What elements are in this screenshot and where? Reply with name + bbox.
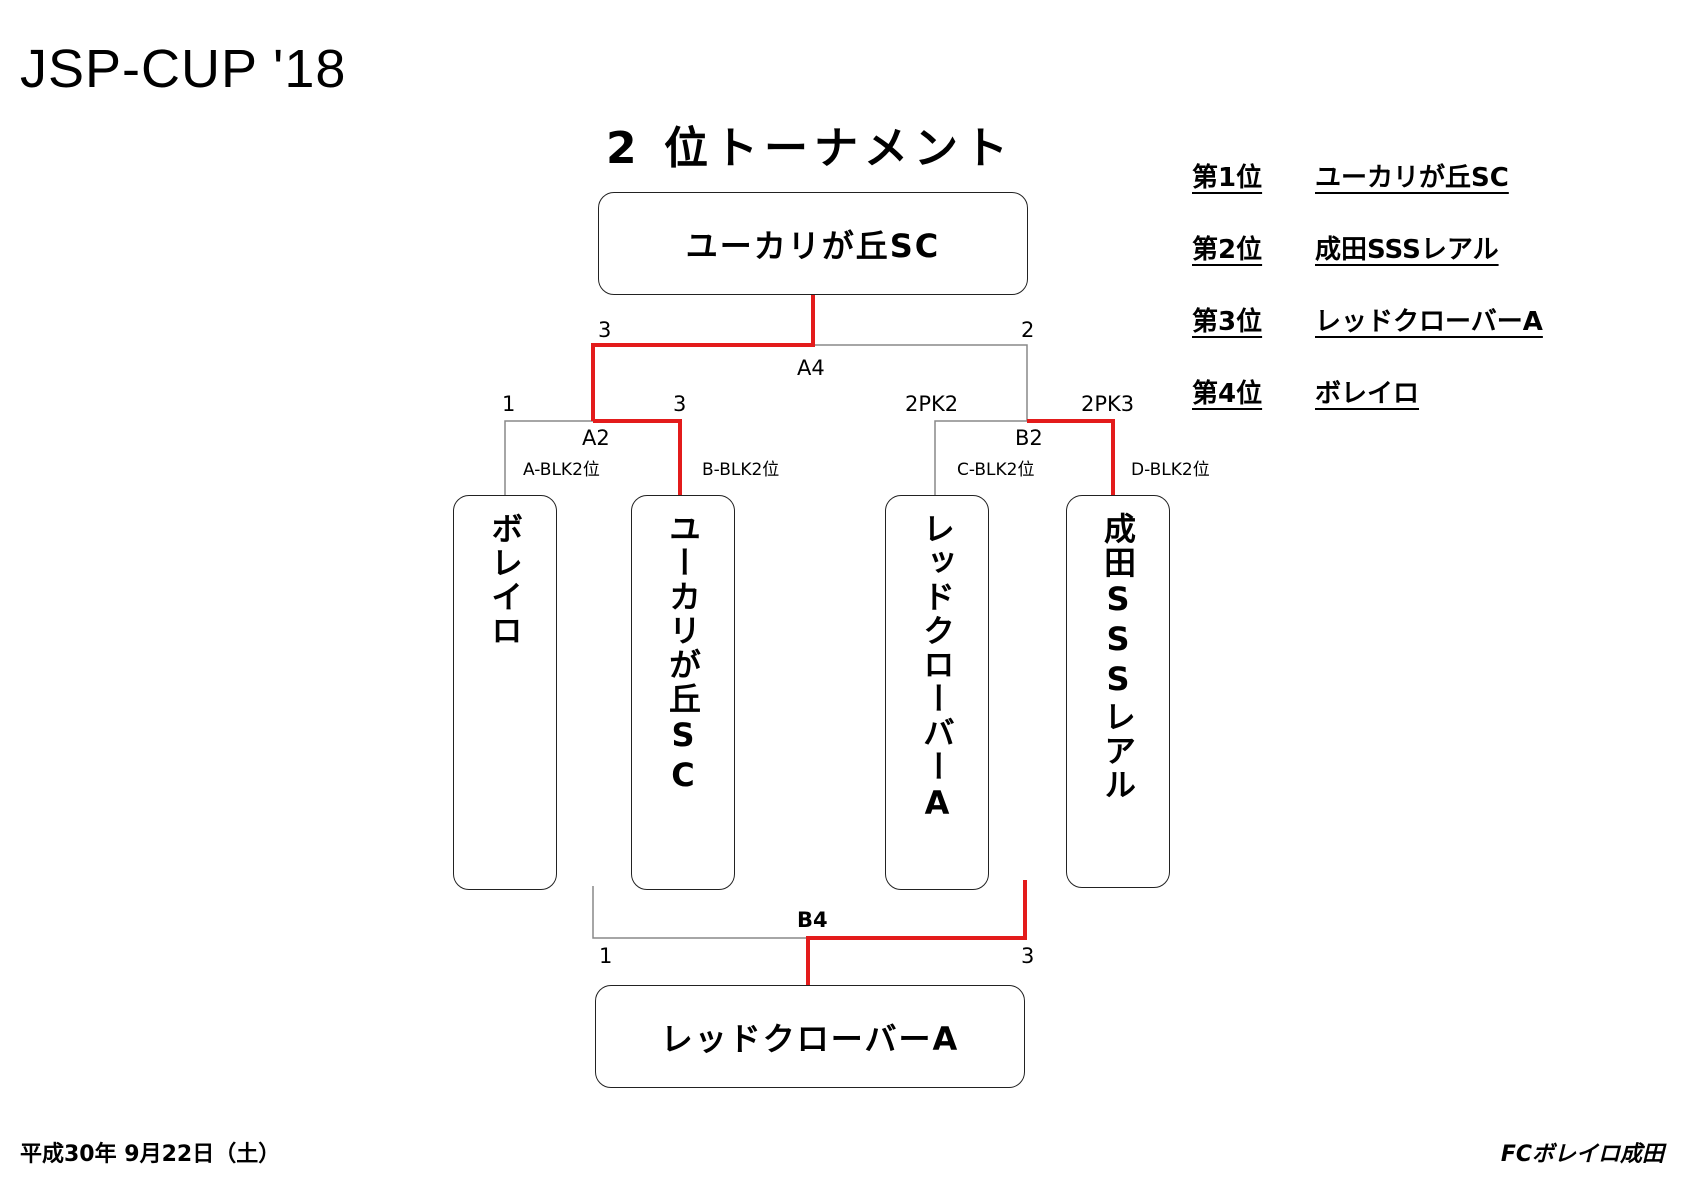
team-name: 成田SSSレアル: [1099, 512, 1137, 802]
team-box-4: 成田SSSレアル: [1066, 495, 1170, 888]
standing-rank: 第1位: [1192, 163, 1263, 193]
standing-team: 成田SSSレアル: [1315, 235, 1499, 265]
bracket-line-a2-left: [504, 420, 593, 495]
team-box-3: レッドクローバーA: [885, 495, 989, 890]
match-label-b4: B4: [797, 908, 828, 932]
bracket-line-a2-winner: [593, 419, 682, 495]
score-b4-right: 3: [1021, 944, 1035, 968]
event-title: JSP-CUP '18: [20, 39, 347, 99]
bracket-line-b2-winner: [1027, 419, 1115, 495]
bracket-line-b4-left: [592, 886, 808, 939]
score-a2-left: 1: [502, 392, 516, 416]
team-box-1: ボレイロ: [453, 495, 557, 890]
score-b4-left: 1: [599, 944, 613, 968]
team-name: ユーカリが丘SC: [664, 512, 702, 796]
match-label-b2: B2: [1015, 426, 1043, 450]
final-winner-box: ユーカリが丘SC: [598, 192, 1028, 295]
bracket-line-b4-winner: [806, 880, 1027, 985]
block-label: C-BLK2位: [957, 460, 1035, 480]
score-a4-right: 2: [1021, 318, 1035, 342]
score-b2-left: 2PK2: [905, 392, 959, 416]
match-label-a2: A2: [582, 426, 610, 450]
team-name: レッドクローバーA: [918, 512, 956, 824]
standing-team: ユーカリが丘SC: [1315, 163, 1509, 193]
block-label: A-BLK2位: [523, 460, 600, 480]
standing-rank: 第4位: [1192, 379, 1263, 409]
bracket-line-a4-right: [813, 344, 1028, 421]
team-name: ボレイロ: [486, 512, 524, 648]
block-label: B-BLK2位: [702, 460, 780, 480]
standing-team: レッドクローバーA: [1315, 307, 1543, 337]
third-place-box: レッドクローバーA: [595, 985, 1025, 1088]
bracket-line-b2-left: [934, 420, 1027, 495]
score-a4-left: 3: [598, 318, 612, 342]
bracket-line-a4-winner: [591, 295, 815, 421]
score-b2-right: 2PK3: [1081, 392, 1135, 416]
footer-organizer: FCボレイロ成田: [1500, 1142, 1664, 1167]
standing-rank: 第3位: [1192, 307, 1263, 337]
standing-team: ボレイロ: [1315, 379, 1420, 409]
team-box-2: ユーカリが丘SC: [631, 495, 735, 890]
tournament-title: 2 位トーナメント: [606, 123, 1014, 174]
standing-rank: 第2位: [1192, 235, 1263, 265]
footer-date: 平成30年 9月22日（土）: [20, 1142, 281, 1167]
score-a2-right: 3: [673, 392, 687, 416]
match-label-a4: A4: [797, 356, 825, 380]
block-label: D-BLK2位: [1131, 460, 1210, 480]
